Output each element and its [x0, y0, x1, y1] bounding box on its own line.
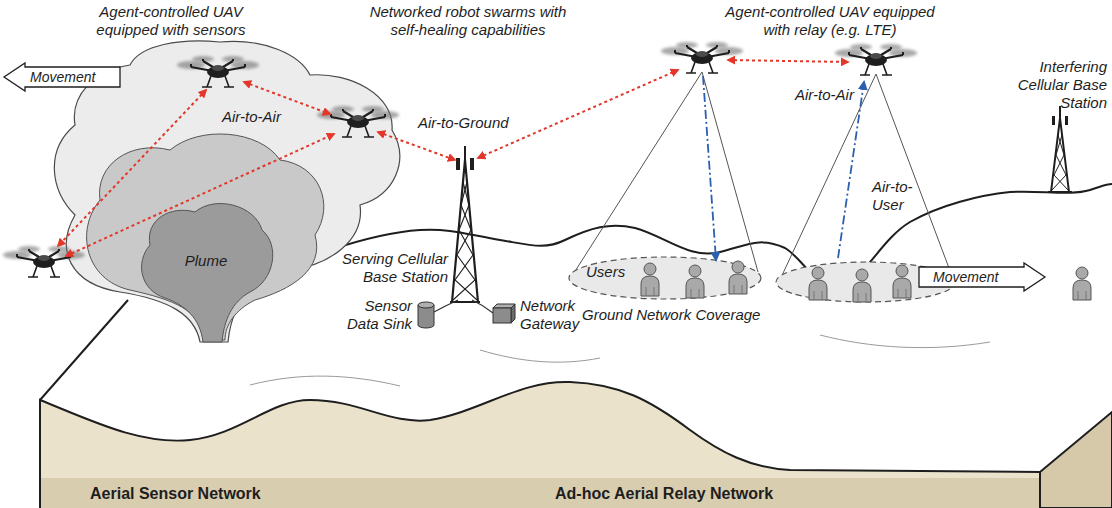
wireless-link: [728, 60, 848, 62]
user-figure-group: [641, 263, 659, 296]
coverage-ellipse: [569, 257, 761, 299]
plume-core: Plume: [130, 190, 282, 342]
uav-drone-group: [661, 42, 743, 73]
network-gateway-box: [493, 308, 511, 323]
terrain-edge: [40, 300, 128, 400]
movement-arrow: Movement: [918, 262, 1046, 292]
arrow-outline: [919, 263, 1045, 291]
terrain-block: [40, 184, 1112, 508]
serving-cell-tower: [455, 182, 477, 300]
interfering-cell-tower: [1065, 116, 1068, 125]
uav-drone-group: [3, 42, 917, 277]
serving-cell-tower: [452, 160, 478, 302]
terrain-contour: [250, 335, 990, 386]
uav-caption: Agent-controlled UAV equipped with relay…: [724, 3, 936, 39]
serving-cell-tower: [453, 182, 475, 300]
user-figure-group: [809, 267, 827, 300]
sensor-data-sink-cylinder: [418, 305, 434, 328]
serving-cell-tower: [450, 146, 480, 302]
uav-drone-group: [3, 246, 85, 277]
arrow-outline: [4, 63, 120, 91]
user-figure-group: [853, 269, 871, 302]
user-figure-group: [893, 265, 911, 298]
interfering-cell-tower: [1052, 116, 1055, 125]
network-gateway-box: [493, 304, 515, 308]
link-label: Air-to-Ground: [418, 114, 509, 132]
user-figure-group: [686, 265, 704, 298]
serving-cell-tower: [450, 146, 480, 302]
terrain-base-band: [41, 478, 1039, 508]
interfering-cell-tower: [1048, 106, 1072, 192]
user-figure-group: [1073, 267, 1091, 300]
air-to-user-link: [838, 82, 864, 258]
sensor-data-sink-cylinder: [418, 302, 434, 328]
sensor-data-sink-cylinder: [418, 302, 434, 308]
user-figure-group: [641, 261, 1091, 302]
tower-label: Serving Cellular Base Station: [333, 250, 448, 286]
uav-drone-group: [835, 44, 917, 75]
movement-arrow: Movement: [3, 62, 121, 92]
node-text: Users: [586, 263, 625, 281]
region-label: Ground Network Coverage: [582, 306, 760, 324]
uav-caption: Agent-controlled UAV equipped with senso…: [85, 3, 257, 39]
interfering-cell-tower: [1048, 106, 1072, 192]
ground-wire: [434, 300, 493, 313]
plume-core-shape: [142, 204, 273, 342]
wireless-link: [378, 132, 455, 160]
network-gateway-box: [511, 304, 515, 323]
uav-drone-group: [177, 56, 259, 87]
link-label: Air-to-Air: [795, 86, 854, 104]
component-label: Sensor Data Sink: [342, 297, 412, 333]
terrain-side-face: [1040, 412, 1112, 508]
air-to-user-link: [703, 76, 716, 260]
component-label: Network Gateway: [520, 297, 586, 333]
air-to-user-link: [703, 76, 864, 260]
link-label: Air-to-User: [872, 178, 924, 214]
uav-drone-group: [317, 106, 399, 137]
network-title: Aerial Sensor Network: [90, 485, 261, 503]
coverage-cone: [572, 72, 955, 284]
link-label: Air-to-Air: [220, 108, 283, 126]
swarm-caption: Networked robot swarms with self-healing…: [362, 3, 574, 39]
serving-cell-tower: [456, 158, 460, 170]
network-title: Ad-hoc Aerial Relay Network: [555, 485, 773, 503]
node-text: Plume: [185, 252, 228, 270]
user-figure-group: [729, 261, 747, 294]
terrain-front-face: [40, 382, 1040, 508]
interfering-cell-tower: [1054, 135, 1068, 190]
serving-cell-tower: [470, 158, 474, 170]
network-gateway-box: [493, 304, 515, 323]
tower-label: Interfering Cellular Base Station: [1015, 58, 1107, 112]
node-text: Movement: [933, 268, 998, 286]
node-text: Movement: [30, 68, 95, 86]
interfering-cell-tower: [1052, 135, 1066, 190]
user-coverage-ellipse: Users: [568, 256, 762, 300]
interfering-cell-tower: [1051, 118, 1069, 192]
